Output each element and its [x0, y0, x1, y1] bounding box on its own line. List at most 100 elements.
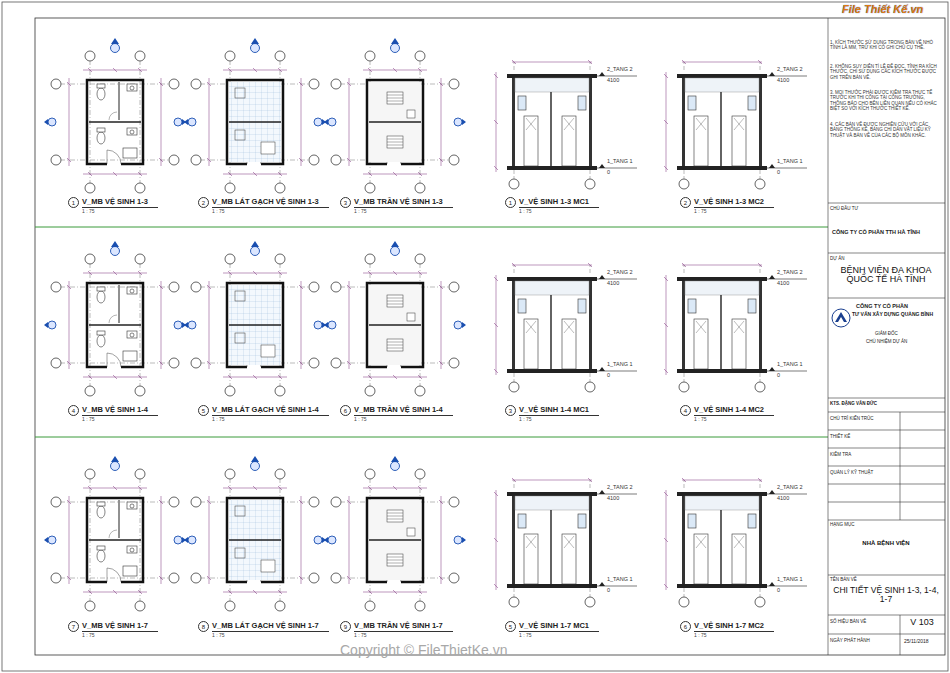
level-tag: 4100 [607, 78, 619, 84]
cell-heading: TÊN BẢN VẼ [830, 578, 942, 583]
view-title: V_VỆ SINH 1-7 MC2 [694, 622, 774, 632]
callout-number: 6 [680, 621, 691, 632]
role-label: CHỦ TRÌ KIẾN TRÚC [830, 417, 874, 422]
cell-text: V 103 [902, 618, 942, 627]
role-label: QUẢN LÝ KỸ THUẬT [830, 471, 873, 476]
view-title: V_MB TRẦN VỆ SINH 1-4 [354, 406, 453, 416]
level-tag: 2_TANG 2 [777, 67, 803, 73]
level-tag: 4100 [777, 496, 789, 502]
level-tag: 1_TANG 1 [777, 362, 803, 368]
cell-text: NHÀ BỆNH VIỆN [830, 540, 942, 546]
view-title: V_VỆ SINH 1-4 MC1 [519, 406, 599, 416]
drawing-frame [35, 18, 945, 655]
view-title: V_VỆ SINH 1-4 MC2 [694, 406, 774, 416]
scale-note: 1 : 75 [212, 209, 225, 214]
scale-note: 1 : 75 [519, 209, 532, 214]
callout-number: 2 [680, 197, 691, 208]
callout-number: 9 [340, 621, 351, 632]
level-tag: 0 [777, 373, 780, 379]
field-label: SỐ HIỆU BẢN VẼ [830, 620, 866, 625]
level-tag: 1_TANG 1 [777, 577, 803, 583]
watermark-text: Copyright © FileThietKe.vn [340, 643, 508, 658]
company-name: CÔNG TY CỔ PHẦN [856, 304, 908, 310]
callout-number: 5 [505, 621, 516, 632]
callout-number: 7 [68, 621, 79, 632]
company-logo [832, 309, 850, 327]
section-drawings [494, 60, 807, 607]
level-tag: 0 [607, 170, 610, 176]
view-title: V_VỆ SINH 1-3 MC1 [519, 198, 599, 208]
callout-number: 4 [680, 405, 691, 416]
level-tag: 4100 [607, 281, 619, 287]
title-block-cell: HẠNG MỤC NHÀ BỆNH VIỆN [830, 523, 942, 546]
role-label: CHỦ NHIỆM DỰ ÁN [866, 340, 907, 345]
plan-drawings [44, 38, 466, 611]
callout-number: 4 [68, 405, 79, 416]
scale-note: 1 : 75 [212, 417, 225, 422]
watermark-logo: File Thiết Kế.vn [842, 4, 923, 16]
note: 1. KÍCH THƯỚC SỬ DỤNG TRONG BẢN VẼ NHỎ T… [830, 40, 942, 51]
level-tag: 2_TANG 2 [607, 270, 633, 276]
company-name: TƯ VẤN XÂY DỰNG QUẢNG BÌNH [852, 312, 933, 317]
person-name: KTS. ĐẶNG VĂN ĐỨC [830, 402, 877, 407]
title-block-cell: V 103 [902, 618, 942, 627]
issue-date: 25/11/2018 [904, 639, 929, 644]
view-title: V_MB LÁT GẠCH VỆ SINH 1-3 [212, 198, 329, 208]
level-tag: 2_TANG 2 [777, 485, 803, 491]
scale-note: 1 : 75 [519, 633, 532, 638]
level-tag: 0 [777, 588, 780, 594]
cell-heading: DỰ ÁN [830, 257, 942, 262]
scale-note: 1 : 75 [82, 209, 95, 214]
level-tag: 4100 [777, 78, 789, 84]
scale-note: 1 : 75 [354, 209, 367, 214]
view-title: V_MB VỆ SINH 1-7 [82, 622, 158, 632]
callout-number: 8 [198, 621, 209, 632]
note: 3. MỌI THƯỚC PHẢI ĐƯỢC KIỂM TRA THỰC TẾ … [830, 90, 942, 112]
scale-note: 1 : 75 [212, 633, 225, 638]
scale-note: 1 : 75 [694, 633, 707, 638]
level-tag: 1_TANG 1 [607, 159, 633, 165]
note: 2. KHÔNG SUY DIỄN TỈ LỆ ĐỂ ĐỌC, TÍNH RA … [830, 64, 942, 80]
callout-number: 2 [198, 197, 209, 208]
level-tag: 2_TANG 2 [777, 270, 803, 276]
level-tag: 0 [607, 373, 610, 379]
scale-note: 1 : 75 [519, 417, 532, 422]
owner-name: CÔNG TY CỔ PHẦN TTH HÀ TĨNH [832, 230, 920, 236]
cell-text: BỆNH VIỆN ĐA KHOA QUỐC TẾ HÀ TĨNH [830, 266, 942, 285]
title-block-cell: TÊN BẢN VẼCHI TIẾT VỆ SINH 1-3, 1-4, 1-7 [830, 578, 942, 604]
level-tag: 1_TANG 1 [607, 577, 633, 583]
level-tag: 0 [777, 170, 780, 176]
view-title: V_MB TRẦN VỆ SINH 1-3 [354, 198, 453, 208]
callout-number: 5 [198, 405, 209, 416]
view-title: V_VỆ SINH 1-7 MC1 [519, 622, 599, 632]
scale-note: 1 : 75 [82, 417, 95, 422]
view-title: V_MB VỆ SINH 1-4 [82, 406, 158, 416]
view-title: V_VỆ SINH 1-3 MC2 [694, 198, 774, 208]
view-title: V_MB LÁT GẠCH VỆ SINH 1-4 [212, 406, 329, 416]
scale-note: 1 : 75 [354, 417, 367, 422]
row-separators [35, 227, 828, 437]
view-title: V_MB VỆ SINH 1-3 [82, 198, 158, 208]
level-tag: 1_TANG 1 [777, 159, 803, 165]
callout-number: 3 [505, 405, 516, 416]
role-label: KIỂM TRA [830, 453, 851, 458]
level-tag: 2_TANG 2 [607, 485, 633, 491]
title-block-lines [828, 18, 945, 655]
level-tag: 1_TANG 1 [607, 362, 633, 368]
scale-note: 1 : 75 [694, 209, 707, 214]
field-label: NGÀY PHÁT HÀNH [830, 639, 870, 644]
title-block-cell: DỰ ÁN BỆNH VIỆN ĐA KHOA QUỐC TẾ HÀ TĨNH [830, 257, 942, 285]
scale-note: 1 : 75 [694, 417, 707, 422]
level-tag: 4100 [777, 281, 789, 287]
callout-number: 3 [340, 197, 351, 208]
role-label: GIÁM ĐỐC [875, 332, 898, 337]
callout-number: 1 [505, 197, 516, 208]
cell-heading: HẠNG MỤC [830, 523, 942, 528]
callout-number: 1 [68, 197, 79, 208]
level-tag: 2_TANG 2 [607, 67, 633, 73]
level-tag: 0 [607, 588, 610, 594]
field-label: CHỦ ĐẦU TƯ [830, 207, 858, 212]
scale-note: 1 : 75 [354, 633, 367, 638]
